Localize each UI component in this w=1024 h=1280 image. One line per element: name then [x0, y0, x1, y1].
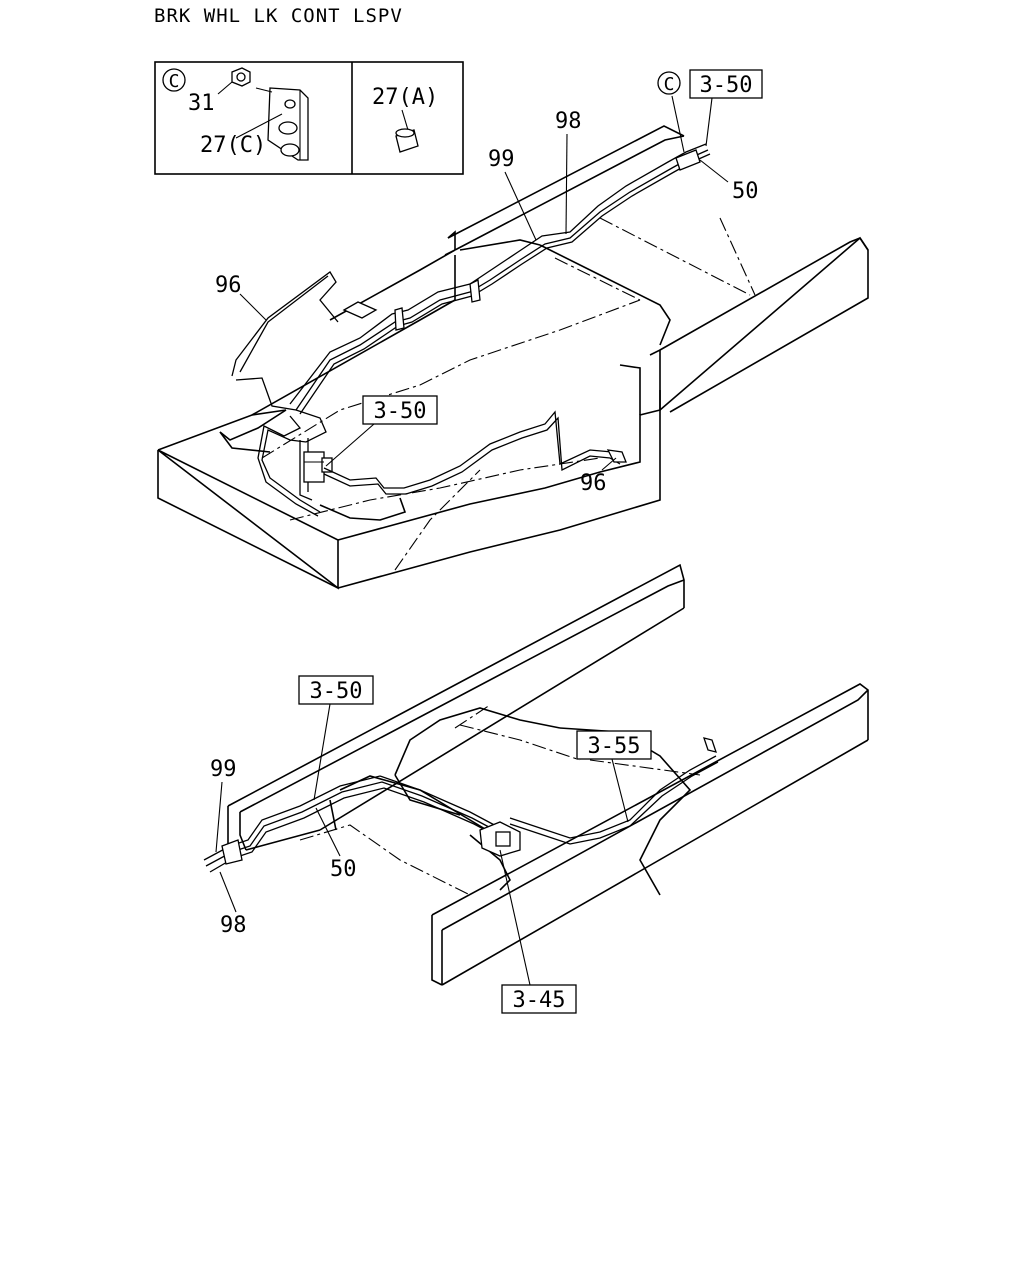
- parts-inset: C 31 27(C) 27(A): [154, 61, 464, 175]
- inset-c-circle: [162, 68, 186, 92]
- label-31: 31: [188, 91, 215, 116]
- label-96-left: 96: [215, 273, 242, 298]
- ref-355: 3-55: [588, 734, 641, 759]
- label-99-top: 99: [488, 147, 515, 172]
- bracket-icon: [255, 87, 309, 161]
- top-c-circle: [657, 71, 681, 95]
- ref-box-350-bottom: [298, 675, 374, 705]
- bottom-frame-view: 3-50 99 50 98 3-55 3-45: [203, 563, 869, 1014]
- inset-frame: [154, 61, 464, 175]
- ref-box-350-a: [689, 69, 763, 99]
- inset-c-label: C: [169, 71, 180, 92]
- brake-valve-icon: [479, 821, 521, 857]
- label-96-right: 96: [580, 471, 607, 496]
- label-50-bottom: 50: [330, 857, 357, 882]
- label-98-top: 98: [555, 109, 582, 134]
- label-50-top: 50: [732, 179, 759, 204]
- label-27a: 27(A): [372, 85, 438, 110]
- top-frame-view: C 3-50 98 99 50 96 3-50 96: [157, 69, 869, 590]
- ref-350-b: 3-50: [374, 399, 427, 424]
- nut-icon: [231, 67, 251, 87]
- label-98-bottom: 98: [220, 913, 247, 938]
- label-99-bottom: 99: [210, 757, 237, 782]
- ref-box-355: [576, 730, 652, 760]
- ref-350-a: 3-50: [700, 73, 753, 98]
- lspv-valve-icon: [303, 451, 333, 483]
- ref-350-bottom: 3-50: [310, 679, 363, 704]
- ref-box-345: [501, 984, 577, 1014]
- label-27c: 27(C): [200, 133, 266, 158]
- top-c-label: C: [664, 74, 675, 95]
- ref-345: 3-45: [513, 988, 566, 1013]
- ref-box-350-b: [362, 395, 438, 425]
- sleeve-icon: [395, 128, 419, 153]
- diagram-title: BRK WHL LK CONT LSPV: [154, 5, 403, 27]
